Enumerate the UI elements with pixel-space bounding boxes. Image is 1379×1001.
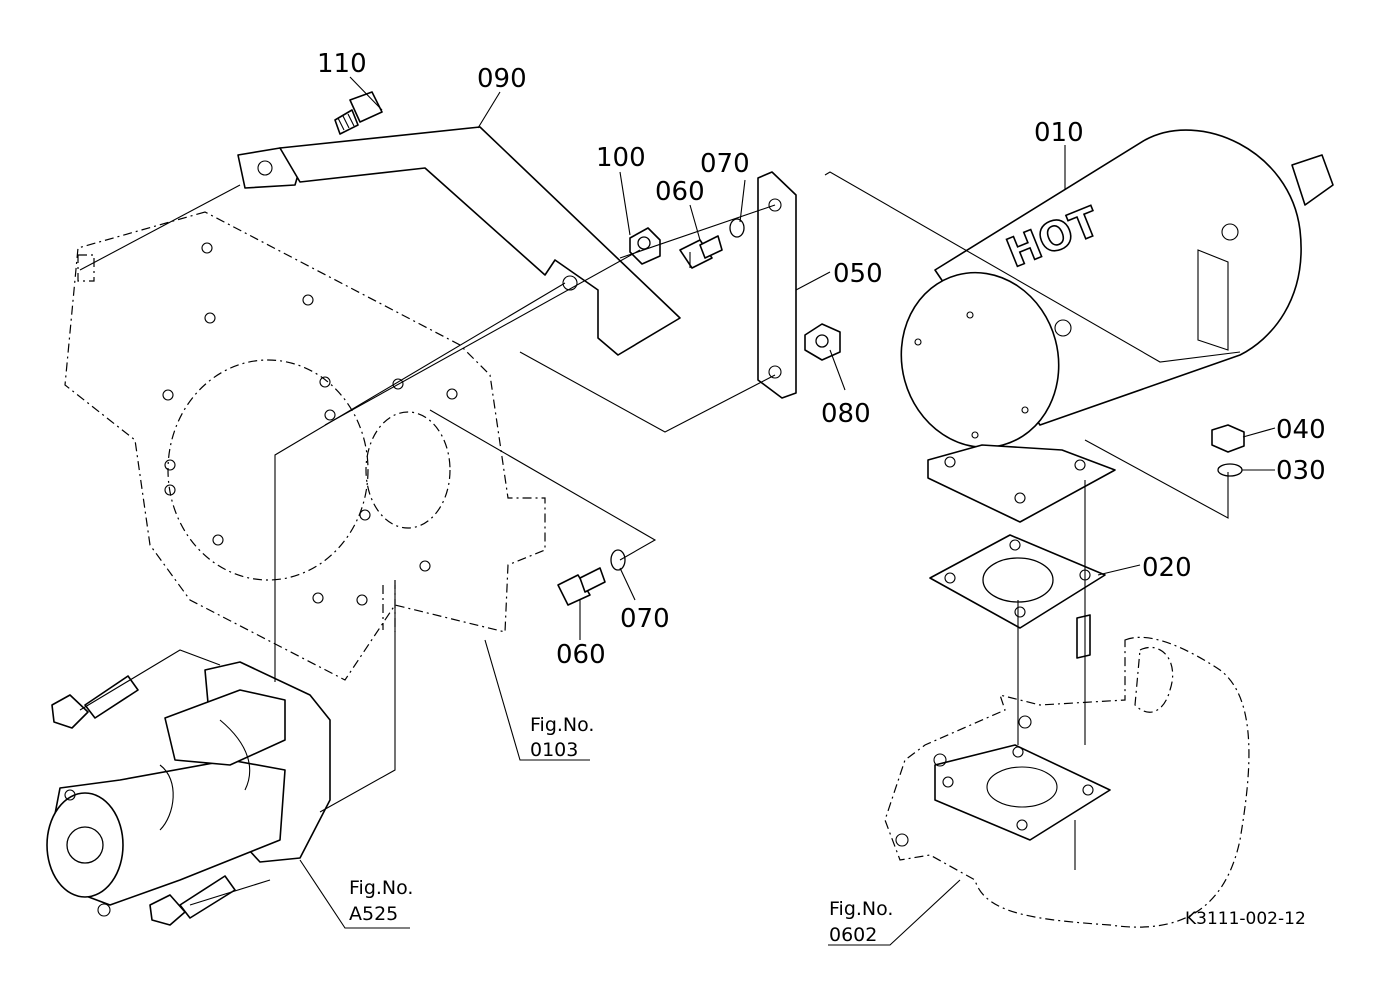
figure-ref-number: 0602 <box>829 924 877 946</box>
part-label: 040 <box>1276 415 1326 445</box>
washer-070-upper <box>729 218 745 238</box>
part-label: 100 <box>596 143 646 173</box>
figure-ref-number: A525 <box>349 903 398 925</box>
part-label: 110 <box>317 49 367 79</box>
part-label: 060 <box>556 640 606 670</box>
leader-lines <box>79 76 1276 946</box>
part-label: 010 <box>1034 118 1084 148</box>
stud-bolt <box>1076 614 1091 659</box>
part-label: 060 <box>655 177 705 207</box>
bolt-060-lower <box>557 567 606 606</box>
starter-bolt-lower <box>149 875 236 926</box>
nut-040 <box>1211 424 1245 453</box>
bracket-090 <box>237 126 681 356</box>
muffler-010: HOT <box>900 129 1334 523</box>
washer-030 <box>1217 463 1243 477</box>
figure-reference-0103: Fig.No. 0103 <box>530 714 594 761</box>
figure-ref-title: Fig.No. <box>349 877 413 899</box>
nut-080 <box>804 323 841 361</box>
figure-ref-number: 0103 <box>530 739 578 761</box>
part-label: 090 <box>477 64 527 94</box>
exhaust-manifold <box>884 636 1250 928</box>
part-label: 070 <box>700 149 750 179</box>
part-label: 030 <box>1276 456 1326 486</box>
part-label: 080 <box>821 399 871 429</box>
starter-bolt-upper <box>51 675 139 729</box>
figure-ref-title: Fig.No. <box>829 898 893 920</box>
figure-ref-title: Fig.No. <box>530 714 594 736</box>
part-label: 050 <box>833 259 883 289</box>
engine-mounting-plate <box>64 211 546 681</box>
bolt-110 <box>334 91 383 135</box>
diagram-code: K3111-002-12 <box>1185 909 1306 929</box>
nut-100 <box>629 227 661 265</box>
starter-motor <box>46 661 331 917</box>
part-label: 070 <box>620 604 670 634</box>
washer-070-lower <box>610 549 626 571</box>
figure-reference-a525: Fig.No. A525 <box>349 877 413 925</box>
stay-050 <box>757 171 797 399</box>
bolt-060-upper <box>679 235 723 269</box>
part-labels: 110 090 100 070 060 010 050 080 040 030 … <box>317 49 1326 670</box>
figure-reference-0602: Fig.No. 0602 <box>829 898 893 946</box>
part-label: 020 <box>1142 553 1192 583</box>
